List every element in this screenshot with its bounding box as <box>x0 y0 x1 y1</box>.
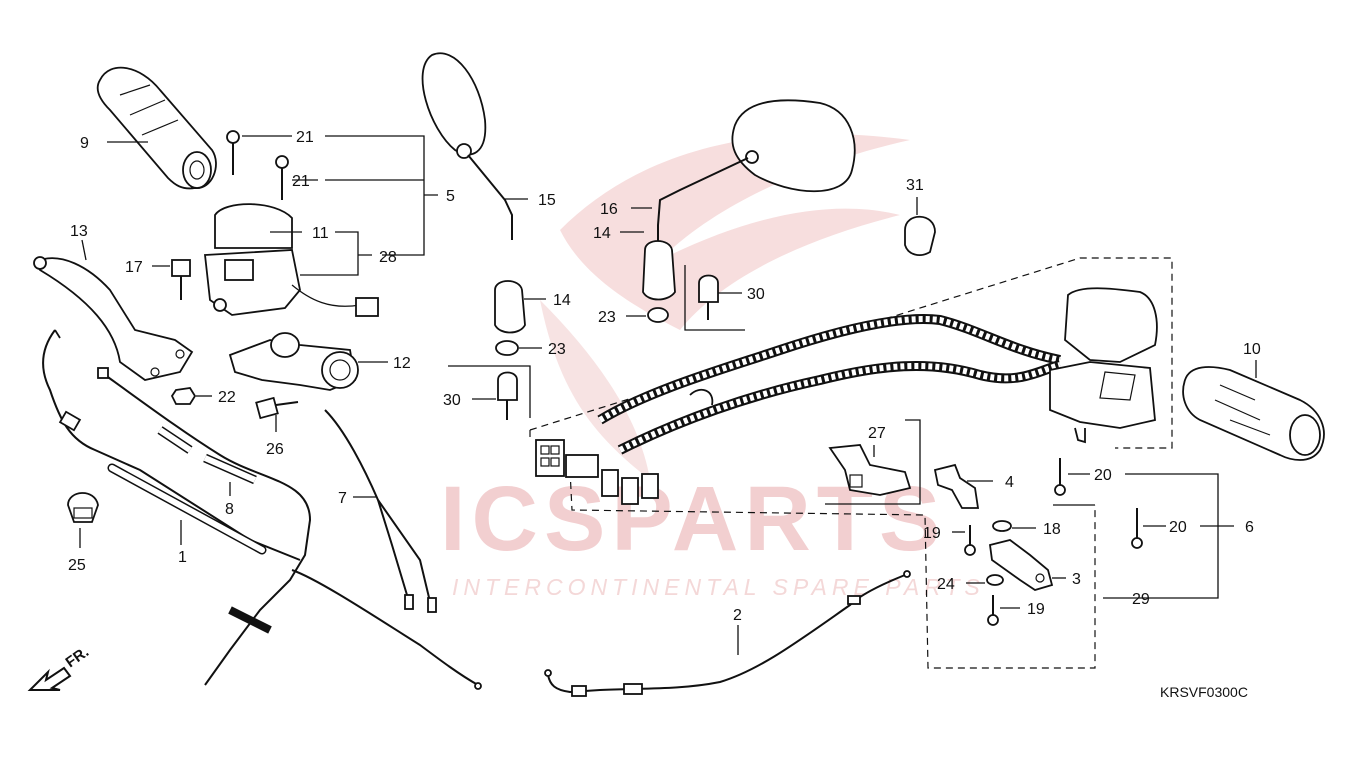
bracket-3-part <box>989 539 1054 591</box>
bracket-27-part <box>828 444 912 496</box>
callout-25: 25 <box>68 557 86 574</box>
callout-20-lower: 20 <box>1169 519 1187 536</box>
callout-26: 26 <box>266 441 284 458</box>
callout-14-right: 14 <box>593 225 611 242</box>
callout-30-right: 30 <box>747 286 765 303</box>
watermark-swoosh <box>540 300 650 480</box>
clutch-cable-1-part <box>42 329 301 561</box>
callout-5: 5 <box>446 188 455 205</box>
callout-14-left: 14 <box>553 292 571 309</box>
adaptor-30-right-part <box>698 274 719 320</box>
washer-18-part <box>992 520 1012 532</box>
callout-21-lower: 21 <box>292 173 310 190</box>
nut-23-upper-part <box>647 307 669 323</box>
callout-19-lower: 19 <box>1027 601 1045 618</box>
callout-2: 2 <box>733 607 742 624</box>
bracket-right-30 <box>684 265 745 331</box>
watermark-tagline: INTERCONTINENTAL SPARE PARTS <box>452 574 985 600</box>
callout-16: 16 <box>600 201 618 218</box>
harness-outline <box>529 430 1096 669</box>
callout-30-left: 30 <box>443 392 461 409</box>
callout-13: 13 <box>70 223 88 240</box>
adaptor-30-left-part <box>497 371 518 420</box>
callout-28: 28 <box>379 249 397 266</box>
callout-4: 4 <box>1005 474 1014 491</box>
callout-19-upper: 19 <box>923 525 941 542</box>
callout-27: 27 <box>868 425 886 442</box>
callout-23-upper: 23 <box>598 309 616 326</box>
clutch-lever-part <box>33 256 194 381</box>
mirror-boot-14-right-part <box>642 240 676 301</box>
screw-19-lower-part <box>987 595 999 626</box>
left-mirror-15-part <box>421 52 513 240</box>
screw-21-lower-part <box>275 155 289 200</box>
callout-6: 6 <box>1245 519 1254 536</box>
callout-15: 15 <box>538 192 556 209</box>
callout-24: 24 <box>937 576 955 593</box>
screw-21-upper-part <box>226 130 240 175</box>
diagram-code: KRSVF0300C <box>1160 684 1248 700</box>
bolt-17-part <box>171 259 191 300</box>
bracket-11 <box>270 231 372 276</box>
screw-20-upper-part <box>1054 458 1066 496</box>
callout-7: 7 <box>338 490 347 507</box>
callout-10: 10 <box>1243 341 1261 358</box>
screw-20-lower-part <box>1131 508 1143 549</box>
callout-29: 29 <box>1132 591 1150 608</box>
screw-19-upper-part <box>964 525 976 556</box>
right-switch-housing-part <box>1049 287 1158 444</box>
bracket-27-line <box>825 419 921 505</box>
cable-2-part <box>544 570 911 697</box>
callout-9: 9 <box>80 135 89 152</box>
callout-labels: 1 2 3 4 5 6 7 8 9 10 11 12 13 14 14 15 1… <box>68 129 1261 624</box>
callout-18: 18 <box>1043 521 1061 538</box>
mirror-boot-14-left-part <box>494 280 526 334</box>
callout-1: 1 <box>178 549 187 566</box>
switch-wire-7-part <box>324 409 437 613</box>
wiring-harness-part <box>535 314 1062 505</box>
bracket-left-30 <box>448 365 531 418</box>
callout-22: 22 <box>218 389 236 406</box>
bracket-5-28 <box>325 135 438 256</box>
nut-22-part <box>170 387 197 405</box>
front-direction-arrow-icon: FR. <box>27 643 93 691</box>
clip-31-part <box>904 215 936 256</box>
left-grip-part <box>96 66 217 190</box>
callout-12: 12 <box>393 355 411 372</box>
right-mirror-16-part <box>657 99 856 245</box>
clip-25-part <box>67 492 99 523</box>
callout-21-upper: 21 <box>296 129 314 146</box>
bracket-6 <box>1103 473 1234 599</box>
callout-31: 31 <box>906 177 924 194</box>
callout-11: 11 <box>312 225 329 242</box>
washer-24-part <box>986 574 1004 586</box>
bracket-4-part <box>933 463 980 509</box>
right-grip-10-part <box>1182 366 1325 461</box>
nut-23-lower-part <box>495 340 519 356</box>
callout-3: 3 <box>1072 571 1081 588</box>
left-switch-housing-part <box>204 203 379 317</box>
direction-label: FR. <box>63 643 93 671</box>
callout-23-lower: 23 <box>548 341 566 358</box>
bolt-26-part <box>255 396 299 420</box>
throttle-cable-8-part <box>97 367 482 690</box>
lever-bracket-part <box>228 332 359 391</box>
callout-17: 17 <box>125 259 143 276</box>
callout-8: 8 <box>225 501 234 518</box>
callout-20-upper: 20 <box>1094 467 1112 484</box>
switch-assembly-outline <box>529 257 1173 449</box>
